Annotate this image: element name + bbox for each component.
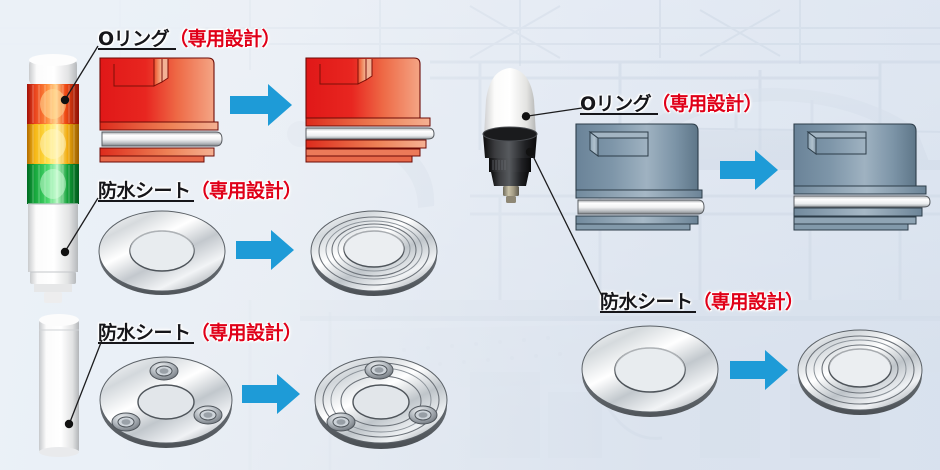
label-oring-left-black: Oリング <box>98 28 170 50</box>
flat-ring-gasket-after <box>306 202 442 300</box>
label-sheet-left-upper-red: （専用設計） <box>190 180 303 202</box>
label-oring-right-red: （専用設計） <box>651 93 763 115</box>
right-flat-ring-gasket-before <box>578 318 724 422</box>
label-oring-left-red: （専用設計） <box>169 28 281 50</box>
steel-cross-section-after <box>788 116 934 231</box>
red-cross-section-before <box>96 50 226 163</box>
product-signal-tower <box>18 52 96 304</box>
label-sheet-left-upper-underline <box>98 200 194 202</box>
label-sheet-right-red: （専用設計） <box>692 291 805 313</box>
label-oring-right-underline <box>580 113 658 115</box>
three-hole-gasket-after <box>310 342 452 454</box>
red-cross-section-after <box>300 50 440 163</box>
arrow-right-icon-4 <box>718 148 780 192</box>
label-sheet-left-upper: 防水シート（専用設計） <box>98 176 302 203</box>
three-hole-gasket-before <box>96 345 236 453</box>
label-sheet-left-lower-red: （専用設計） <box>190 322 303 344</box>
arrow-right-icon-2 <box>234 228 296 272</box>
label-oring-left-underline <box>98 48 176 50</box>
label-oring-left: Oリング（専用設計） <box>98 24 281 51</box>
label-oring-right-black: Oリング <box>580 93 652 115</box>
arrow-right-icon-1 <box>228 82 294 128</box>
label-sheet-right-underline <box>600 311 696 313</box>
arrow-right-icon-5 <box>728 348 790 392</box>
label-sheet-left-upper-black: 防水シート <box>98 180 191 202</box>
label-oring-right: Oリング（専用設計） <box>580 89 763 116</box>
label-sheet-right-black: 防水シート <box>600 291 693 313</box>
arrow-right-icon-3 <box>240 372 302 416</box>
product-dome-beacon <box>466 62 554 204</box>
flat-ring-gasket-before <box>96 205 228 297</box>
label-sheet-right: 防水シート（専用設計） <box>600 287 804 314</box>
steel-cross-section-before <box>572 116 714 231</box>
right-flat-ring-gasket-after <box>794 318 934 424</box>
label-sheet-left-lower-underline <box>98 342 194 344</box>
label-sheet-left-lower-black: 防水シート <box>98 322 191 344</box>
product-white-cylinder <box>32 310 86 458</box>
label-sheet-left-lower: 防水シート（専用設計） <box>98 318 302 345</box>
